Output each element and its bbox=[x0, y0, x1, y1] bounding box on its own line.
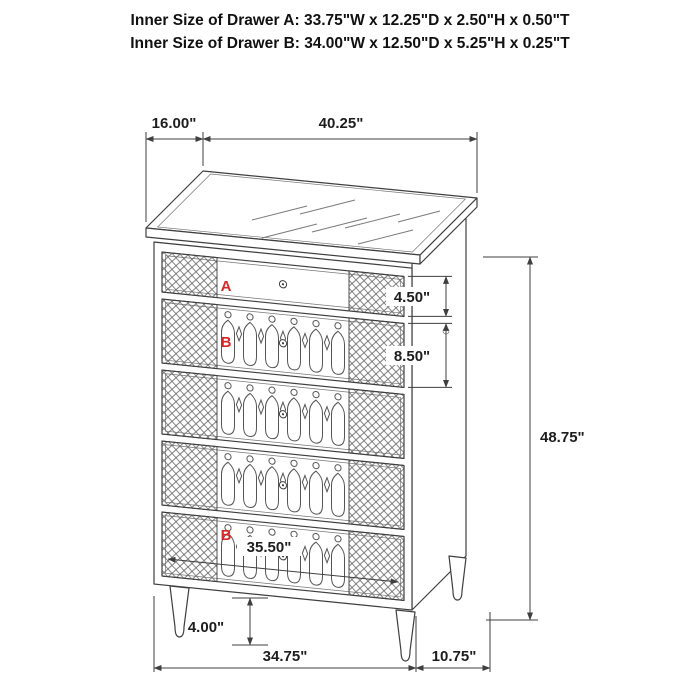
drawer-a-knob bbox=[278, 280, 288, 289]
drawer-b2-knob bbox=[278, 410, 288, 419]
drawer-b-top-letter: B bbox=[221, 334, 232, 351]
dim-total-height-48: 48.75" bbox=[483, 256, 585, 621]
wood-grain-marks bbox=[251, 199, 441, 245]
drawer-b-bottom-letter: B bbox=[221, 527, 232, 544]
dim-base-width-3475: 34.75" bbox=[153, 596, 417, 672]
drawer-b-2 bbox=[161, 369, 405, 460]
chest-top-surface bbox=[145, 170, 478, 265]
drawer-letter-labels: A B B bbox=[221, 278, 232, 544]
dim-leg-height-400: 4.00" bbox=[188, 597, 268, 646]
dimension-annotations: 16.00" 40.25" 48.75" 4.50" bbox=[145, 115, 585, 672]
drawer-b1-knob bbox=[278, 339, 288, 348]
inner-size-header: Inner Size of Drawer A: 33.75"W x 12.25"… bbox=[0, 9, 700, 56]
dim-top-width-40: 40.25" bbox=[202, 115, 478, 193]
dim-label-top-width: 40.25" bbox=[319, 115, 364, 132]
dim-label-base-width: 34.75" bbox=[263, 648, 308, 665]
chest-legs bbox=[169, 555, 467, 662]
back-right-leg bbox=[448, 555, 467, 601]
drawer-a-letter: A bbox=[221, 278, 232, 295]
dim-label-leg-height: 4.00" bbox=[188, 619, 224, 636]
drawer-b-inner-size-text: Inner Size of Drawer B: 34.00"W x 12.50"… bbox=[130, 35, 570, 53]
dim-inner-width-3550: 35.50" bbox=[167, 537, 399, 585]
drawer-a-left-lattice bbox=[161, 251, 218, 299]
dim-label-drawer-b-height: 8.50" bbox=[394, 348, 430, 365]
drawer-a-inner-size-text: Inner Size of Drawer A: 33.75"W x 12.25"… bbox=[130, 12, 570, 29]
front-left-leg bbox=[169, 585, 190, 638]
drawer-a bbox=[161, 251, 405, 318]
dim-base-depth-1075: 10.75" bbox=[415, 612, 491, 672]
top-side-edge bbox=[419, 197, 478, 265]
dim-label-top-depth: 16.00" bbox=[152, 115, 197, 132]
front-right-leg bbox=[395, 609, 416, 662]
dim-label-base-depth: 10.75" bbox=[432, 648, 477, 665]
drawer-b-3 bbox=[161, 440, 405, 531]
dim-label-total-height: 48.75" bbox=[540, 429, 585, 446]
dim-label-drawer-a-height: 4.50" bbox=[394, 289, 430, 306]
dim-label-inner-width: 35.50" bbox=[247, 539, 292, 556]
drawer-b3-knob bbox=[278, 481, 288, 490]
drawer-b-1 bbox=[161, 298, 405, 389]
dim-drawer-a-height-450: 4.50" bbox=[386, 275, 452, 317]
chest-right-side-panel bbox=[411, 209, 467, 611]
dim-drawer-b-height-850: 8.50" bbox=[386, 322, 452, 388]
